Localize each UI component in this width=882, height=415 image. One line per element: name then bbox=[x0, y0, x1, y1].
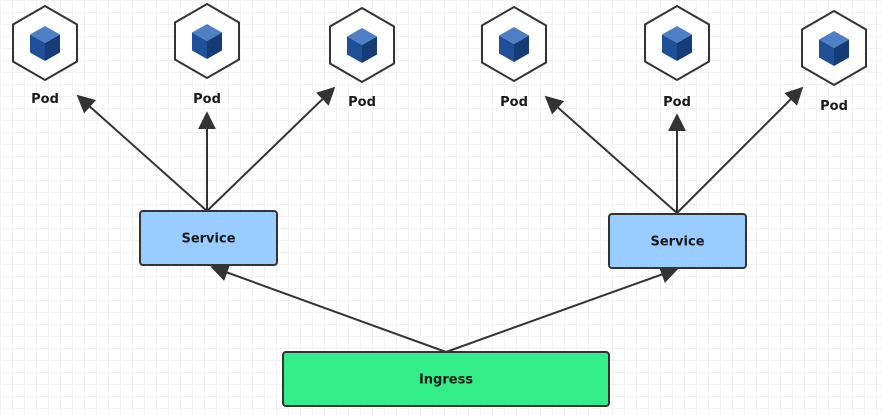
pod-label: Pod bbox=[663, 95, 691, 110]
pod-node bbox=[801, 9, 867, 87]
pod-label: Pod bbox=[500, 95, 528, 110]
service-box bbox=[608, 213, 747, 269]
pod-label: Pod bbox=[193, 92, 221, 107]
arrow-ingress-service2 bbox=[445, 266, 679, 353]
service-node: Service bbox=[139, 210, 278, 266]
service-label: Service bbox=[181, 232, 235, 247]
kubernetes-pod-cube-icon bbox=[192, 24, 222, 59]
ingress-to-service-arrows bbox=[210, 264, 679, 353]
arrow-service2-pod6 bbox=[676, 86, 804, 214]
arrow-ingress-service1 bbox=[210, 264, 447, 353]
pod-node bbox=[12, 4, 78, 82]
kubernetes-pod-cube-icon bbox=[30, 26, 60, 61]
arrow-service1-pod3 bbox=[206, 86, 336, 212]
service-node: Service bbox=[608, 213, 747, 269]
pod-label: Pod bbox=[820, 99, 848, 114]
ingress-node: Ingress bbox=[282, 351, 610, 407]
ingress-box bbox=[282, 351, 610, 407]
arrow-service1-pod1 bbox=[76, 94, 208, 212]
pod-node bbox=[481, 5, 547, 83]
kubernetes-pod-cube-icon bbox=[819, 31, 849, 66]
ingress-label: Ingress bbox=[419, 373, 473, 388]
arrow-service2-pod4 bbox=[544, 95, 678, 214]
kubernetes-pod-cube-icon bbox=[499, 27, 529, 62]
service-box bbox=[139, 210, 278, 266]
service-to-pod-arrows bbox=[76, 86, 804, 214]
kubernetes-pod-cube-icon bbox=[662, 26, 692, 61]
pod-node bbox=[329, 6, 395, 84]
kubernetes-pod-cube-icon bbox=[347, 28, 377, 63]
service-label: Service bbox=[650, 235, 704, 250]
pod-label: Pod bbox=[348, 95, 376, 110]
pod-label: Pod bbox=[31, 92, 59, 107]
pod-node bbox=[644, 4, 710, 82]
pod-node bbox=[174, 2, 240, 80]
